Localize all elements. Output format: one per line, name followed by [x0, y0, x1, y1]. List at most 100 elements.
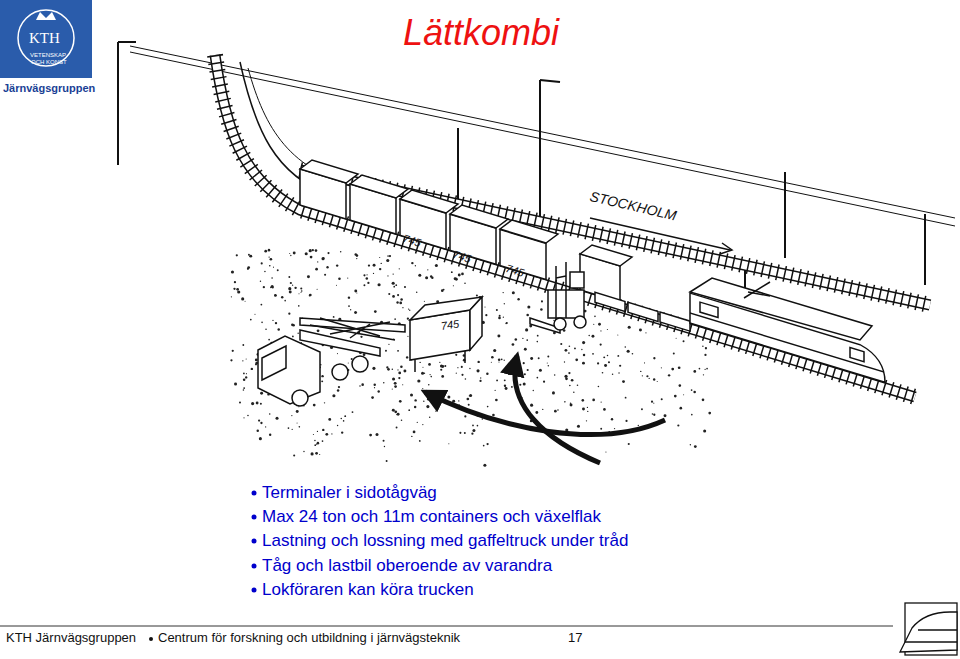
- gravel-dot: [594, 316, 596, 318]
- gravel-dot: [464, 432, 466, 434]
- gravel-dot: [504, 379, 506, 381]
- gravel-dot: [288, 427, 290, 429]
- gravel-dot: [355, 253, 358, 256]
- gravel-dot: [268, 249, 271, 252]
- gravel-dot: [277, 328, 279, 330]
- gravel-dot: [264, 250, 267, 253]
- gravel-dot: [384, 446, 385, 447]
- catenary: [118, 42, 955, 300]
- gravel-dot: [438, 403, 440, 405]
- gravel-dot: [397, 413, 400, 416]
- gravel-dot: [702, 346, 703, 347]
- gravel-dot: [399, 268, 400, 269]
- gravel-dot: [444, 365, 446, 367]
- gravel-dot: [480, 377, 481, 378]
- gravel-dot: [485, 314, 487, 316]
- gravel-dot: [602, 372, 604, 374]
- gravel-dot: [411, 436, 412, 437]
- gravel-dot: [479, 380, 481, 382]
- bullet-text: Lokföraren kan köra trucken: [262, 580, 474, 600]
- gravel-dot: [256, 402, 259, 405]
- gravel-dot: [337, 425, 338, 426]
- gravel-dot: [392, 389, 393, 390]
- gravel-dot: [704, 369, 705, 370]
- bullet-text: Max 24 ton och 11m containers och växelf…: [262, 507, 601, 527]
- gravel-dot: [548, 365, 550, 367]
- gravel-dot: [441, 375, 444, 378]
- gravel-dot: [441, 289, 444, 292]
- gravel-dot: [309, 294, 312, 297]
- gravel-dot: [289, 290, 292, 293]
- gravel-dot: [264, 271, 266, 273]
- gravel-dot: [348, 305, 350, 307]
- gravel-dot: [274, 294, 277, 297]
- gravel-dot: [236, 288, 239, 291]
- gravel-dot: [356, 293, 357, 294]
- gravel-dot: [487, 406, 489, 408]
- gravel-dot: [456, 373, 457, 374]
- gravel-dot: [338, 277, 341, 280]
- gravel-dot: [429, 374, 430, 375]
- gravel-dot: [251, 402, 254, 405]
- gravel-dot: [354, 290, 357, 293]
- gravel-dot: [483, 464, 486, 467]
- gravel-dot: [288, 276, 290, 278]
- gravel-dot: [499, 315, 501, 317]
- gravel-dot: [361, 383, 364, 386]
- bullet-text: Tåg och lastbil oberoende av varandra: [262, 556, 552, 576]
- gravel-dot: [376, 433, 379, 436]
- gravel-dot: [455, 278, 458, 281]
- gravel-dot: [378, 283, 381, 286]
- gravel-dot: [612, 374, 614, 376]
- gravel-dot: [440, 364, 443, 367]
- gravel-dot: [402, 307, 403, 308]
- gravel-dot: [573, 392, 575, 394]
- gravel-dot: [321, 380, 323, 382]
- gravel-dot: [540, 308, 543, 311]
- gravel-dot: [284, 300, 286, 302]
- gravel-dot: [379, 257, 380, 258]
- gravel-dot: [389, 255, 391, 257]
- gravel-dot: [622, 380, 625, 383]
- gravel-dot: [526, 314, 529, 317]
- gravel-dot: [383, 382, 385, 384]
- gravel-dot: [259, 437, 262, 440]
- gravel-dot: [369, 434, 372, 437]
- gravel-dot: [564, 361, 565, 362]
- gravel-dot: [496, 309, 498, 311]
- gravel-dot: [632, 353, 634, 355]
- slide-title: Lättkombi: [403, 12, 559, 53]
- footer-dot: [149, 637, 153, 641]
- gravel-dot: [582, 408, 585, 411]
- gravel-dot: [379, 268, 381, 270]
- gravel-dot: [469, 394, 472, 397]
- gravel-dot: [483, 445, 485, 447]
- gravel-dot: [398, 372, 401, 375]
- gravel-dot: [638, 425, 639, 426]
- gravel-dot: [570, 404, 573, 407]
- gravel-dot: [587, 411, 588, 412]
- gravel-dot: [260, 422, 262, 424]
- gravel-dot: [292, 429, 293, 430]
- gravel-dot: [495, 390, 496, 391]
- gravel-dot: [587, 407, 588, 408]
- gravel-dot: [640, 371, 641, 372]
- gravel-dot: [651, 401, 653, 403]
- gravel-dot: [625, 420, 627, 422]
- gravel-dot: [322, 429, 324, 431]
- gravel-dot: [600, 343, 602, 345]
- gravel-dot: [477, 361, 479, 363]
- direction-label: STOCKHOLM: [588, 188, 678, 224]
- gravel-dot: [394, 318, 396, 320]
- gravel-dot: [380, 263, 381, 264]
- gravel-dot: [261, 262, 263, 264]
- gravel-dot: [502, 292, 503, 293]
- gravel-dot: [395, 284, 397, 286]
- gravel-dot: [386, 259, 389, 262]
- gravel-dot: [570, 403, 571, 404]
- gravel-dot: [617, 335, 618, 336]
- gravel-dot: [703, 374, 704, 375]
- gravel-dot: [691, 414, 693, 416]
- gravel-dot: [385, 350, 387, 352]
- gravel-dot: [249, 255, 252, 258]
